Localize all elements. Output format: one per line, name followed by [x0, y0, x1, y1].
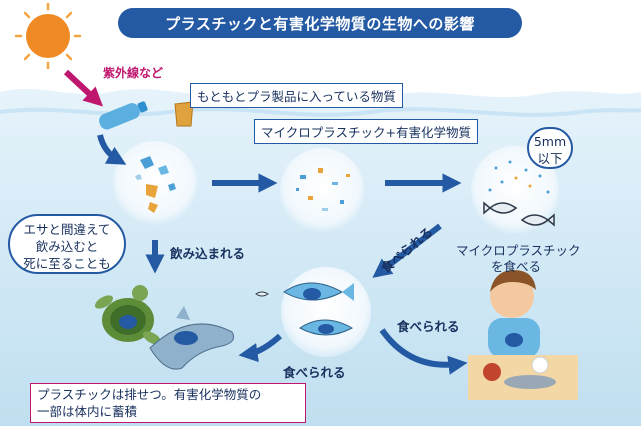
mistake-line2: 飲み込むと [35, 239, 99, 254]
excretion-line2: 一部は体内に蓄積 [37, 404, 138, 419]
size-suffix: 以下 [537, 151, 563, 166]
bubble-fragments [113, 141, 197, 225]
fish-eat-line2: を食べる [490, 259, 541, 274]
size-callout: 5mm 以下 [527, 127, 573, 169]
flow-arrows [97, 134, 468, 375]
dolphin-icon [149, 306, 235, 370]
bubble-fish [281, 267, 371, 357]
sun-icon [14, 2, 82, 70]
excretion-line1: プラスチックは排せつ。有害化学物質の [37, 387, 262, 402]
excretion-note: プラスチックは排せつ。有害化学物質の 一部は体内に蓄積 [30, 383, 306, 423]
tiny-particles-icon [488, 160, 550, 194]
mistake-line3: 死に至ることも [23, 256, 111, 271]
size-value: 5mm [533, 134, 567, 149]
plastic-fragments-icon [135, 156, 176, 213]
cup-icon [174, 101, 194, 127]
fish-icon [255, 282, 354, 336]
turtle-icon [94, 285, 162, 345]
microplastic-label: マイクロプラスチック+有害化学物質 [254, 119, 478, 144]
bottle-icon [99, 101, 148, 130]
fish-eat-line1: マイクロプラスチック [456, 243, 581, 258]
page-title: プラスチックと有害化学物質の生物への影響 [118, 8, 522, 38]
bubble-tiny [471, 146, 559, 234]
microplastic-icon [296, 168, 350, 211]
boy-eating-icon [468, 270, 578, 400]
swallowed-label: 飲み込まれる [170, 246, 246, 261]
eaten-left-label: 食べられる [283, 365, 346, 380]
eaten-right-label: 食べられる [397, 319, 460, 334]
additives-label: もともとプラ製品に入っている物質 [190, 83, 403, 108]
uv-label: 紫外線など [103, 66, 164, 80]
uv-arrow [63, 69, 104, 107]
mistake-line1: エサと間違えて [23, 222, 111, 237]
fish-eat-label: マイクロプラスチック を食べる [456, 243, 581, 275]
mistake-callout: エサと間違えて 飲み込むと 死に至ることも [8, 214, 126, 274]
small-fish-icon [483, 201, 555, 227]
bubble-micro [280, 148, 364, 232]
